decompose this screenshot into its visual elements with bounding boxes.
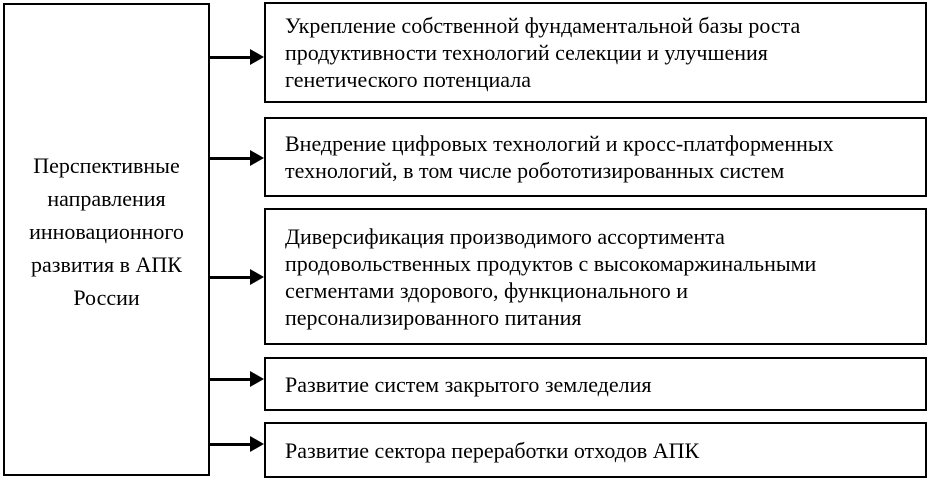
- arrow-head-icon: [250, 49, 264, 65]
- branch-node-label: Развитие сектора переработки отходов АПК: [285, 437, 700, 463]
- branch-node-label: Укрепление собственной фундаментальной б…: [285, 13, 801, 92]
- arrow-shaft: [210, 377, 251, 381]
- connector-arrow-3: [210, 269, 264, 285]
- arrow-head-icon: [250, 436, 264, 452]
- arrow-shaft: [210, 156, 251, 160]
- branch-node-label: Диверсификация производимого ассортимент…: [285, 223, 817, 330]
- arrow-head-icon: [250, 150, 264, 166]
- arrow-shaft: [210, 55, 251, 59]
- branch-node-digital-technologies: Внедрение цифровых технологий и кросс-пл…: [264, 117, 927, 197]
- branch-node-closed-farming: Развитие систем закрытого земледелия: [264, 357, 927, 411]
- arrow-head-icon: [250, 371, 264, 387]
- arrow-shaft: [210, 442, 251, 446]
- connector-arrow-2: [210, 150, 264, 166]
- branch-node-label: Развитие систем закрытого земледелия: [285, 371, 652, 397]
- branch-node-waste-processing: Развитие сектора переработки отходов АПК: [264, 422, 927, 478]
- arrow-head-icon: [250, 269, 264, 285]
- connector-arrow-1: [210, 49, 264, 65]
- connector-arrow-4: [210, 371, 264, 387]
- branch-node-label: Внедрение цифровых технологий и кросс-пл…: [285, 131, 834, 183]
- arrow-shaft: [210, 275, 251, 279]
- connector-arrow-5: [210, 436, 264, 452]
- branch-node-product-diversification: Диверсификация производимого ассортимент…: [264, 208, 927, 345]
- branch-node-genetic-base: Укрепление собственной фундаментальной б…: [264, 2, 927, 103]
